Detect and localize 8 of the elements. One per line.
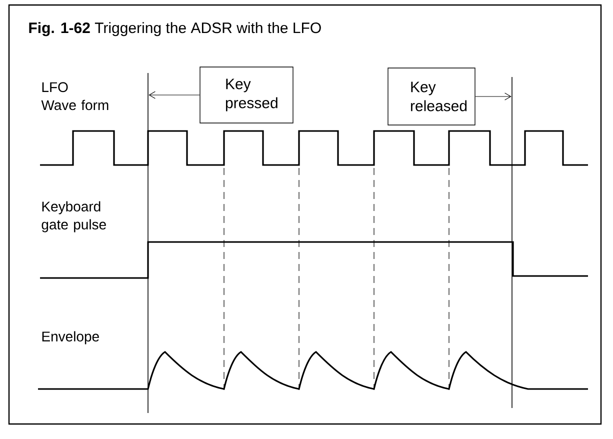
arrow: [148, 91, 200, 99]
label-box: Key pressed: [200, 66, 294, 124]
signal-label: LFO Wave form: [41, 82, 108, 110]
signal-label: Keyboard gate pulse: [42, 201, 106, 232]
signal-label: Envelope: [42, 331, 99, 344]
figure-title: Fig. 1-62 Triggering the ADSR with the LFO: [29, 22, 321, 36]
arrow: [475, 92, 512, 100]
label-box: Key released: [388, 68, 476, 126]
